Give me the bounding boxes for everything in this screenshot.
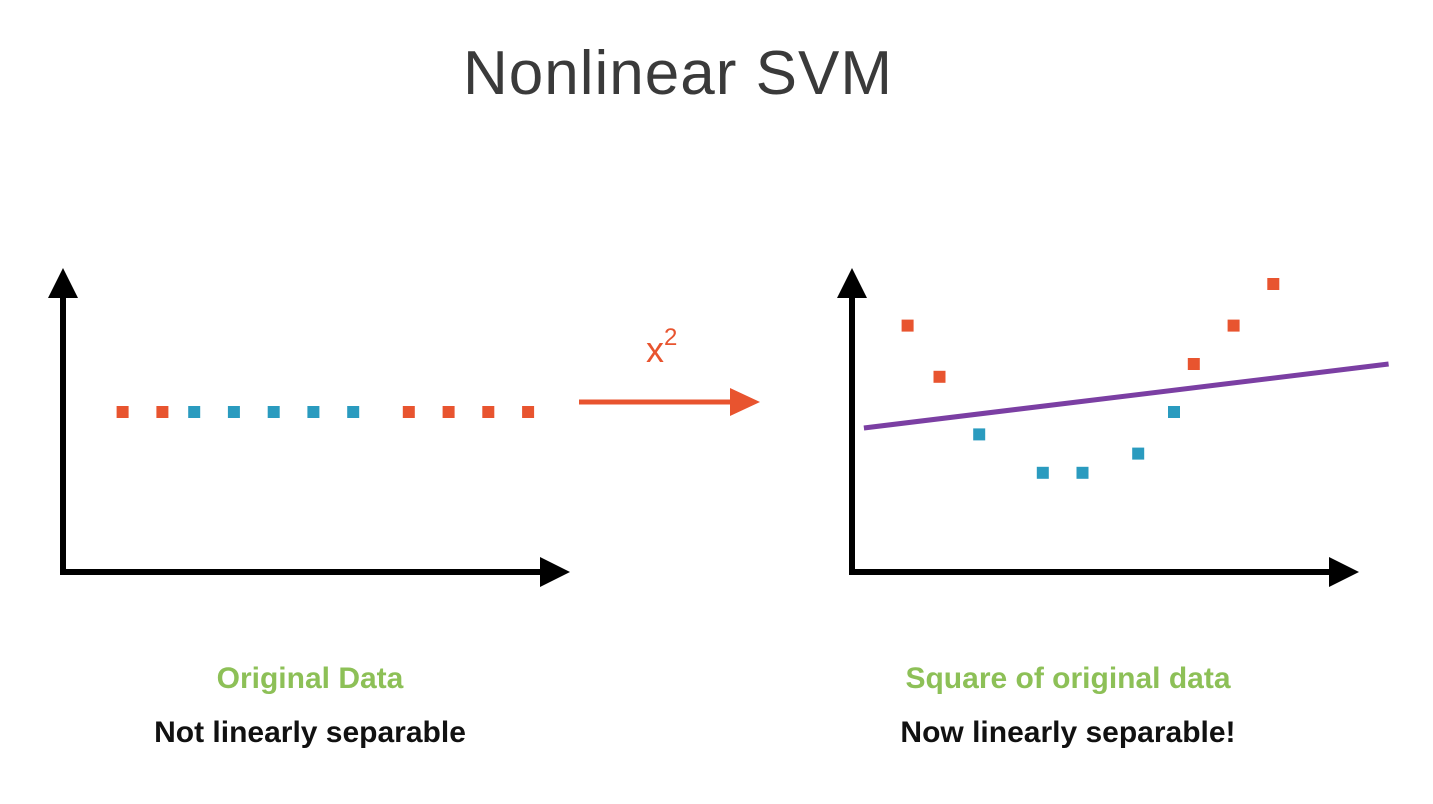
left-point-class-b-2 — [267, 406, 280, 418]
left-point-class-b-3 — [307, 406, 320, 418]
transform-base: x — [646, 329, 664, 370]
transform-arrow — [579, 388, 760, 416]
right-points — [901, 278, 1280, 479]
left-points — [116, 406, 535, 418]
right-point-class-a-3 — [1227, 319, 1240, 332]
right-point-class-a-2 — [1187, 358, 1200, 370]
right-point-class-b-3 — [1132, 447, 1145, 460]
right-point-class-b-4 — [1168, 406, 1180, 418]
left-caption-title: Original Data — [216, 662, 404, 695]
left-point-class-a-1 — [156, 406, 169, 418]
slide-title: Nonlinear SVM — [463, 39, 893, 108]
left-point-class-b-0 — [188, 406, 201, 418]
right-point-class-a-1 — [933, 370, 946, 383]
left-point-class-a-0 — [116, 406, 129, 418]
left-chart — [48, 268, 570, 587]
right-point-class-b-2 — [1076, 466, 1089, 479]
left-y-axis-arrowhead — [48, 268, 78, 298]
right-point-class-b-0 — [973, 428, 986, 441]
transform-exponent: 2 — [664, 324, 678, 351]
right-caption-title: Square of original data — [905, 662, 1231, 695]
left-x-axis-arrowhead — [540, 557, 570, 587]
left-point-class-b-1 — [227, 406, 240, 418]
left-point-class-a-5 — [522, 406, 535, 418]
left-point-class-b-4 — [347, 406, 360, 418]
right-point-class-a-0 — [901, 319, 914, 332]
right-caption-subtitle: Now linearly separable! — [900, 716, 1236, 749]
right-chart — [837, 268, 1389, 587]
left-caption: Original Data Not linearly separable — [70, 662, 550, 750]
left-point-class-a-4 — [482, 406, 495, 418]
right-y-axis-arrowhead — [837, 268, 867, 298]
left-caption-subtitle: Not linearly separable — [154, 716, 466, 749]
left-point-class-a-2 — [402, 406, 415, 418]
transform-label: x2 — [646, 324, 677, 371]
left-point-class-a-3 — [442, 406, 455, 418]
right-x-axis-arrowhead — [1329, 557, 1359, 587]
right-point-class-a-4 — [1267, 278, 1280, 290]
right-caption: Square of original data Now linearly sep… — [828, 662, 1308, 750]
separator-line — [863, 361, 1389, 431]
right-point-class-b-1 — [1036, 466, 1049, 479]
transform-arrowhead — [730, 388, 760, 416]
